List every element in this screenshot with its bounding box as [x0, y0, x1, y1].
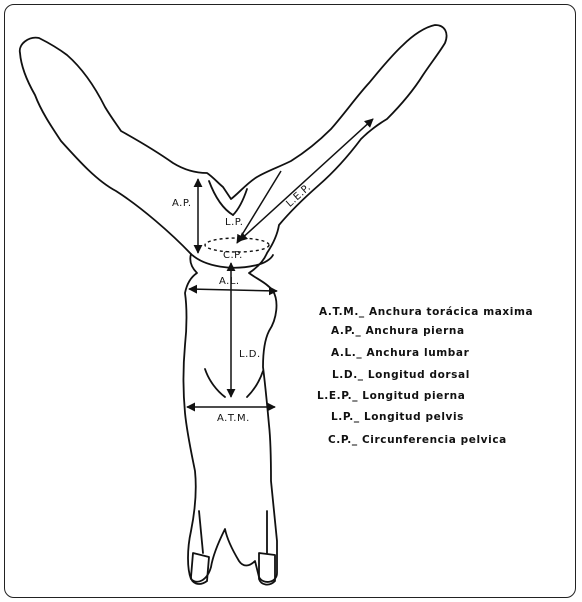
label-ap: A.P.: [172, 198, 192, 209]
label-lp: L.P.: [225, 217, 243, 228]
legend-item-cp: C.P._ Circunferencia pelvica: [328, 434, 507, 446]
label-cp: C.P.: [223, 250, 243, 261]
label-atm: A.T.M.: [217, 413, 250, 424]
carcass-diagram: A.P. L.P. L.E.P. C.P. A.L. L.D. A.T.M. A…: [5, 5, 576, 598]
legend-item-lp: L.P._ Longitud pelvis: [331, 411, 464, 423]
fat-mark-left: [205, 369, 225, 397]
al-arrow: [189, 289, 277, 291]
leg-line-left: [199, 511, 203, 553]
legend: A.T.M._ Anchura torácica maxima A.P._ An…: [317, 306, 533, 446]
fat-mark-right: [247, 371, 263, 397]
legend-item-atm: A.T.M._ Anchura torácica maxima: [319, 306, 533, 318]
carcass-outline: [20, 25, 447, 582]
hoof-left: [191, 553, 209, 584]
hip-line-right: [233, 189, 247, 215]
lp-arrow: [237, 171, 281, 243]
label-al: A.L.: [219, 276, 240, 287]
lep-arrow: [239, 119, 373, 241]
legend-item-ld: L.D._ Longitud dorsal: [332, 369, 470, 381]
figure-frame: A.P. L.P. L.E.P. C.P. A.L. L.D. A.T.M. A…: [4, 4, 576, 598]
legend-item-al: A.L._ Anchura lumbar: [331, 347, 470, 359]
legend-item-lep: L.E.P._ Longitud pierna: [317, 390, 465, 402]
legend-item-ap: A.P._ Anchura pierna: [331, 325, 465, 337]
label-ld: L.D.: [239, 349, 261, 360]
